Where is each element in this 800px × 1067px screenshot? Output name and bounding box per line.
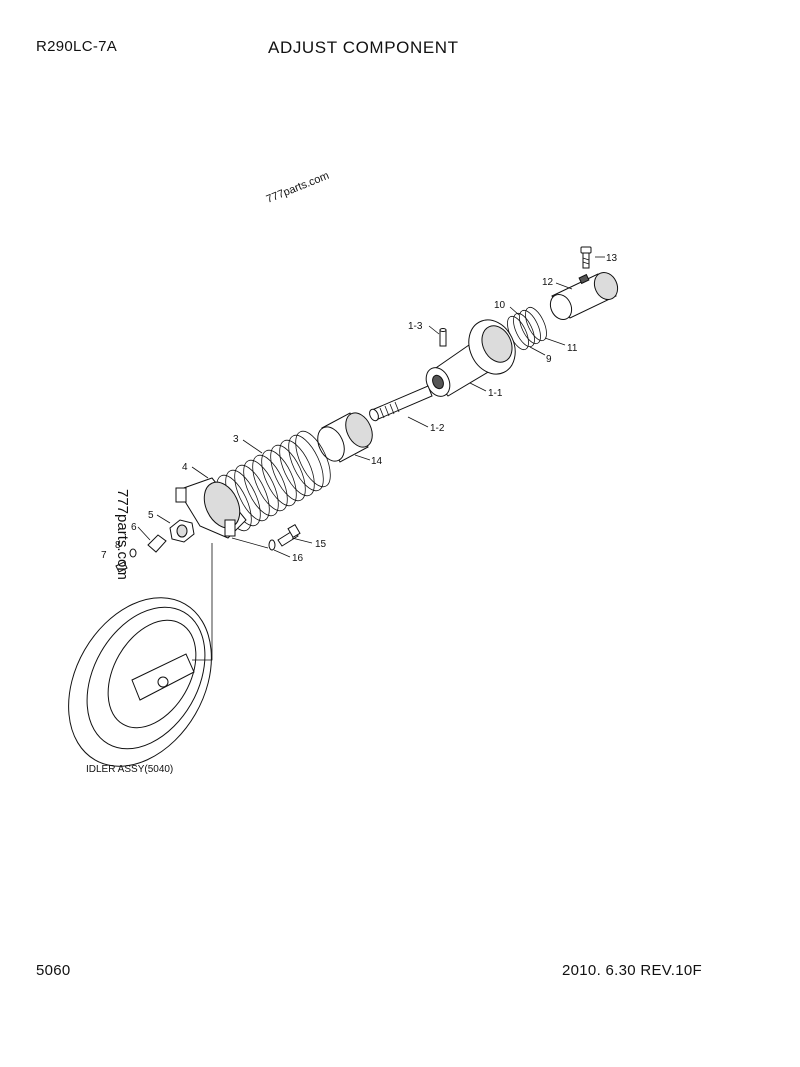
- callout-12: 12: [542, 277, 554, 288]
- part-1-1-cylinder: [425, 319, 516, 397]
- part-1-3-fitting: [439, 328, 447, 347]
- part-1-2-rod: [369, 385, 433, 422]
- callout-1-3: 1-3: [408, 321, 423, 332]
- callout-6: 6: [131, 522, 137, 533]
- leader-bracket-to-bolt: [231, 537, 269, 549]
- part-4-bracket: [175, 477, 247, 539]
- part-16-washer: [268, 539, 276, 551]
- callout-8: 8: [115, 540, 121, 551]
- part-5-nut: [169, 519, 195, 543]
- callout-13: 13: [606, 253, 618, 264]
- part-7-bolt: [115, 561, 128, 573]
- callout-11: 11: [567, 343, 578, 354]
- callout-1-2: 1-2: [430, 423, 445, 434]
- page-title: ADJUST COMPONENT: [268, 38, 459, 57]
- idler-note: IDLER ASSY(5040): [86, 764, 173, 775]
- callout-10: 10: [494, 300, 506, 311]
- callout-14: 14: [371, 456, 383, 467]
- callout-7: 7: [101, 550, 107, 561]
- page-number: 5060: [36, 962, 71, 979]
- part-13-bolt: [580, 246, 592, 269]
- part-14-spacer: [317, 412, 373, 463]
- guide-line: [192, 543, 213, 661]
- part-8-washer: [129, 548, 137, 558]
- part-12-valve: [549, 271, 619, 321]
- model-code: R290LC-7A: [36, 38, 118, 55]
- callout-4: 4: [182, 462, 188, 473]
- revision-date: 2010. 6.30 REV.10F: [562, 962, 702, 979]
- part-6-plate: [147, 534, 167, 553]
- callout-1-1: 1-1: [488, 388, 503, 399]
- callout-16: 16: [292, 553, 304, 564]
- idler-assembly: [68, 597, 212, 767]
- watermark-top: 777parts.com: [265, 170, 331, 206]
- part-15-bolt: [277, 523, 301, 547]
- watermark-side: 777parts.com: [114, 489, 131, 580]
- callout-3: 3: [233, 434, 239, 445]
- part-3-spring: [216, 430, 331, 532]
- callout-5: 5: [148, 510, 154, 521]
- callout-15: 15: [315, 539, 327, 550]
- callout-9: 9: [546, 354, 552, 365]
